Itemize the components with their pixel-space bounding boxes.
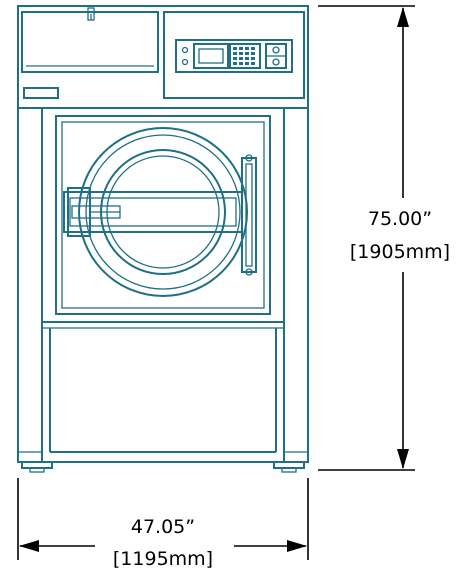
name-plate — [23, 87, 59, 99]
height-metric-label: [1905mm] — [350, 241, 450, 263]
height-imperial-label: 75.00” — [368, 208, 432, 230]
arrowhead-bottom — [397, 449, 409, 469]
door-handle — [241, 154, 257, 276]
arrowhead-right — [287, 540, 307, 552]
arrowhead-top — [397, 7, 409, 27]
leveling-feet — [21, 461, 305, 473]
washer-cabinet — [17, 5, 309, 463]
height-dimension: 75.00” [1905mm] — [318, 5, 450, 471]
width-dimension: 47.05” [1195mm] — [17, 478, 309, 570]
supply-dispenser-drawer — [21, 7, 159, 73]
width-metric-label: [1195mm] — [113, 548, 213, 570]
width-imperial-label: 47.05” — [131, 516, 195, 538]
keypad-buttons — [233, 47, 255, 65]
arrowhead-left — [19, 540, 39, 552]
control-panel — [163, 11, 305, 99]
door-frame — [55, 115, 271, 315]
door-hinge-assembly — [63, 187, 243, 237]
